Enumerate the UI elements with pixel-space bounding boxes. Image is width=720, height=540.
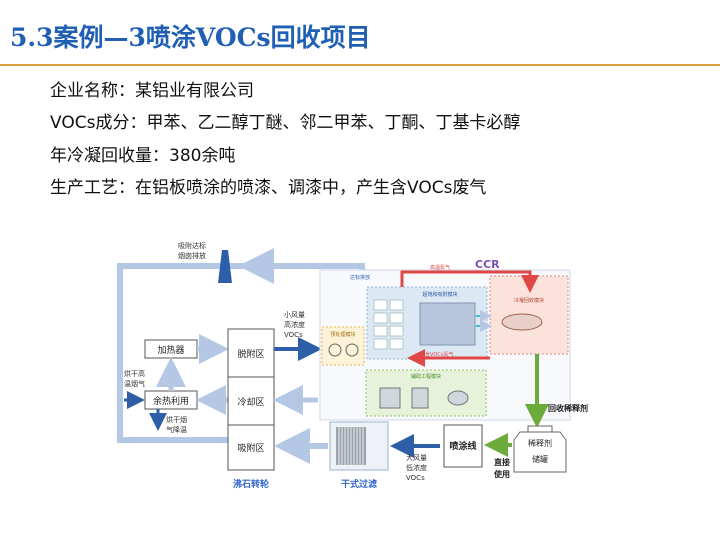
direct-use-label-1: 直接: [494, 457, 510, 467]
direct-use-label-2: 使用: [493, 469, 510, 479]
ccr-label: CCR: [475, 258, 500, 271]
compliant-label: 达标排放: [350, 274, 370, 281]
rotor-label: 沸石转轮: [233, 478, 269, 490]
hot-n2-label: 高温氮气: [430, 264, 450, 271]
hot-n2-line: [400, 270, 539, 293]
adsorber-main-bed: [419, 302, 476, 346]
zone-cool-label: 冷却区: [237, 396, 264, 408]
spray-line-label: 喷涂线: [449, 440, 476, 452]
flue-cool-label-1: 烘干烟: [166, 415, 187, 424]
chimney-icon: [218, 250, 232, 283]
voc-n2-label: 含VOCs氮气: [425, 351, 453, 358]
info-annual-recovery: 年冷凝回收量：380余吨: [50, 146, 236, 166]
zeolite-rotor: 脱附区 冷却区 吸附区 沸石转轮: [227, 328, 275, 490]
condense-label: 冷凝回收模块: [514, 297, 544, 304]
zone-adsorb: [227, 424, 275, 471]
diluent-label-2: 储罐: [532, 454, 548, 464]
stack-label-1: 吸附达标: [178, 241, 206, 250]
flue-cool-label-2: 气降温: [166, 425, 187, 434]
chimney-stack: 吸附达标 烟囱排放: [178, 241, 232, 283]
flue-hot-label-2: 温烟气: [124, 379, 145, 388]
stack-label-2: 烟囱排放: [178, 251, 206, 260]
dry-filter: 干式过滤: [329, 421, 389, 490]
large-flow-label-2: 低浓度: [406, 463, 427, 472]
adsorber-beds: [373, 299, 404, 350]
diluent-tank: 稀释剂 储罐: [513, 425, 567, 473]
aux-equipment-1: [379, 387, 401, 409]
ccr-unit: CCR 预处理模块 超饱和吸附模块 冷凝回收模块 辅助工程模块 高温氮气 含VO…: [319, 258, 571, 421]
saturated-module-label: 超饱和吸附模块: [422, 291, 457, 298]
zone-cool: [227, 376, 275, 426]
condenser-icon: [501, 313, 543, 331]
info-vocs-components: VOCs成分：甲苯、乙二醇丁醚、邻二甲苯、丁酮、丁基卡必醇: [50, 113, 521, 133]
small-flow-label-3: VOCs: [284, 331, 303, 339]
info-company: 企业名称：某铝业有限公司: [50, 81, 254, 101]
large-flow-label-3: VOCs: [406, 474, 425, 482]
small-flow-label-1: 小风量: [284, 310, 305, 319]
flue-hot-label-1: 烘干高: [124, 369, 145, 378]
info-production-process: 生产工艺：在铝板喷涂的喷漆、调漆中，产生含VOCs废气: [50, 178, 487, 198]
aux-tank: [447, 390, 469, 406]
large-flow-label-1: 大风量: [406, 453, 427, 462]
zone-adsorb-label: 吸附区: [237, 442, 264, 454]
spray-line-box: [443, 424, 483, 468]
heater-label: 加热器: [157, 344, 184, 356]
diluent-label-1: 稀释剂: [528, 438, 552, 448]
auxiliary-label: 辅助工程模块: [411, 373, 441, 380]
zone-desorb-label: 脱附区: [237, 348, 264, 360]
pretreat-label: 预处理模块: [330, 331, 355, 338]
slide-title: 5.3案例—3喷涂VOCs回收项目: [10, 23, 371, 52]
zone-desorb: [227, 328, 275, 378]
aux-equipment-2: [411, 387, 429, 409]
recycle-diluent-label: 回收稀释剂: [548, 403, 588, 413]
dry-filter-label: 干式过滤: [341, 478, 377, 490]
title-divider: [0, 64, 720, 66]
waste-heat-label: 余热利用: [153, 395, 189, 407]
small-flow-label-2: 高浓度: [284, 320, 305, 329]
